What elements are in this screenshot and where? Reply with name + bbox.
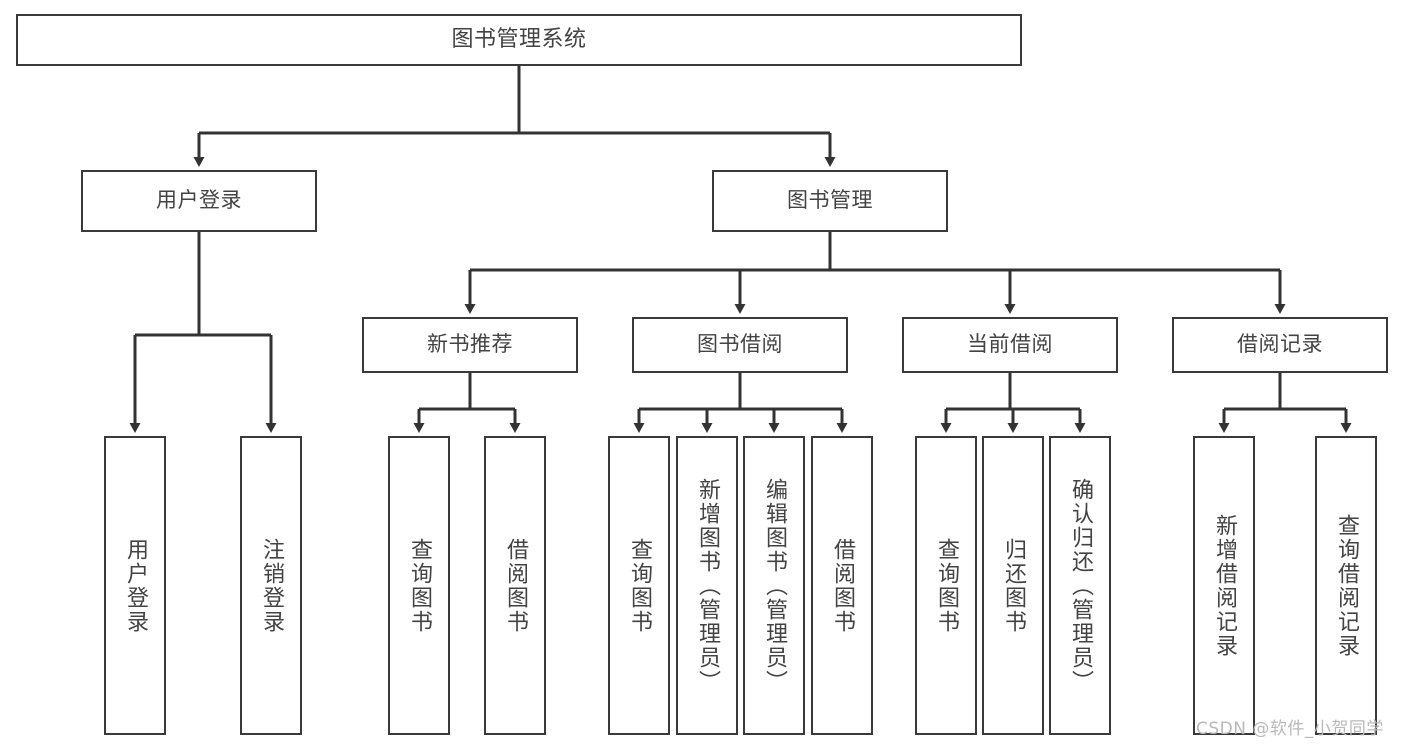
node-book-borrow-label: 图书借阅 <box>697 332 783 357</box>
node-borrow-record-label: 借阅记录 <box>1237 332 1323 357</box>
node-leaf-borrow-book-2[interactable]: 借阅图书 <box>811 436 873 735</box>
node-leaf-return-book-label: 归还图书 <box>1000 537 1026 634</box>
node-new-book-recommend[interactable]: 新书推荐 <box>362 317 578 373</box>
node-leaf-edit-book[interactable]: 编辑图书（管理员） <box>743 436 805 735</box>
node-leaf-add-book[interactable]: 新增图书（管理员） <box>676 436 738 735</box>
node-user-login-label: 用户登录 <box>156 188 242 213</box>
node-leaf-query-book-2[interactable]: 查询图书 <box>608 436 670 735</box>
node-leaf-logout[interactable]: 注销登录 <box>240 436 302 735</box>
node-leaf-logout-label: 注销登录 <box>258 537 284 634</box>
node-leaf-edit-book-label: 编辑图书（管理员） <box>761 477 787 694</box>
node-leaf-query-record-label: 查询借阅记录 <box>1333 513 1359 658</box>
node-leaf-query-book-1-label: 查询图书 <box>406 537 432 634</box>
node-leaf-user-login[interactable]: 用户登录 <box>104 436 166 735</box>
node-leaf-add-record[interactable]: 新增借阅记录 <box>1193 436 1255 735</box>
node-book-borrow[interactable]: 图书借阅 <box>632 317 848 373</box>
node-root-label: 图书管理系统 <box>451 26 587 52</box>
node-user-login[interactable]: 用户登录 <box>81 170 317 232</box>
node-book-manage[interactable]: 图书管理 <box>712 170 948 232</box>
node-leaf-add-book-label: 新增图书（管理员） <box>694 477 720 694</box>
node-leaf-borrow-book-1-label: 借阅图书 <box>502 537 528 634</box>
node-current-borrow-label: 当前借阅 <box>967 332 1053 357</box>
node-leaf-confirm-return[interactable]: 确认归还（管理员） <box>1049 436 1111 735</box>
node-borrow-record[interactable]: 借阅记录 <box>1172 317 1388 373</box>
node-current-borrow[interactable]: 当前借阅 <box>902 317 1118 373</box>
node-leaf-query-book-3-label: 查询图书 <box>933 537 959 634</box>
node-leaf-user-login-label: 用户登录 <box>122 537 148 634</box>
node-leaf-query-book-3[interactable]: 查询图书 <box>915 436 977 735</box>
node-leaf-borrow-book-2-label: 借阅图书 <box>829 537 855 634</box>
watermark: CSDN @软件_小贺同学 <box>1196 719 1384 739</box>
node-root[interactable]: 图书管理系统 <box>16 14 1022 66</box>
node-leaf-return-book[interactable]: 归还图书 <box>982 436 1044 735</box>
node-new-book-recommend-label: 新书推荐 <box>427 332 513 357</box>
node-leaf-query-book-2-label: 查询图书 <box>626 537 652 634</box>
node-leaf-query-book-1[interactable]: 查询图书 <box>388 436 450 735</box>
node-leaf-add-record-label: 新增借阅记录 <box>1211 513 1237 658</box>
node-leaf-borrow-book-1[interactable]: 借阅图书 <box>484 436 546 735</box>
node-leaf-query-record[interactable]: 查询借阅记录 <box>1315 436 1377 735</box>
node-book-manage-label: 图书管理 <box>787 188 873 213</box>
node-leaf-confirm-return-label: 确认归还（管理员） <box>1067 477 1093 694</box>
